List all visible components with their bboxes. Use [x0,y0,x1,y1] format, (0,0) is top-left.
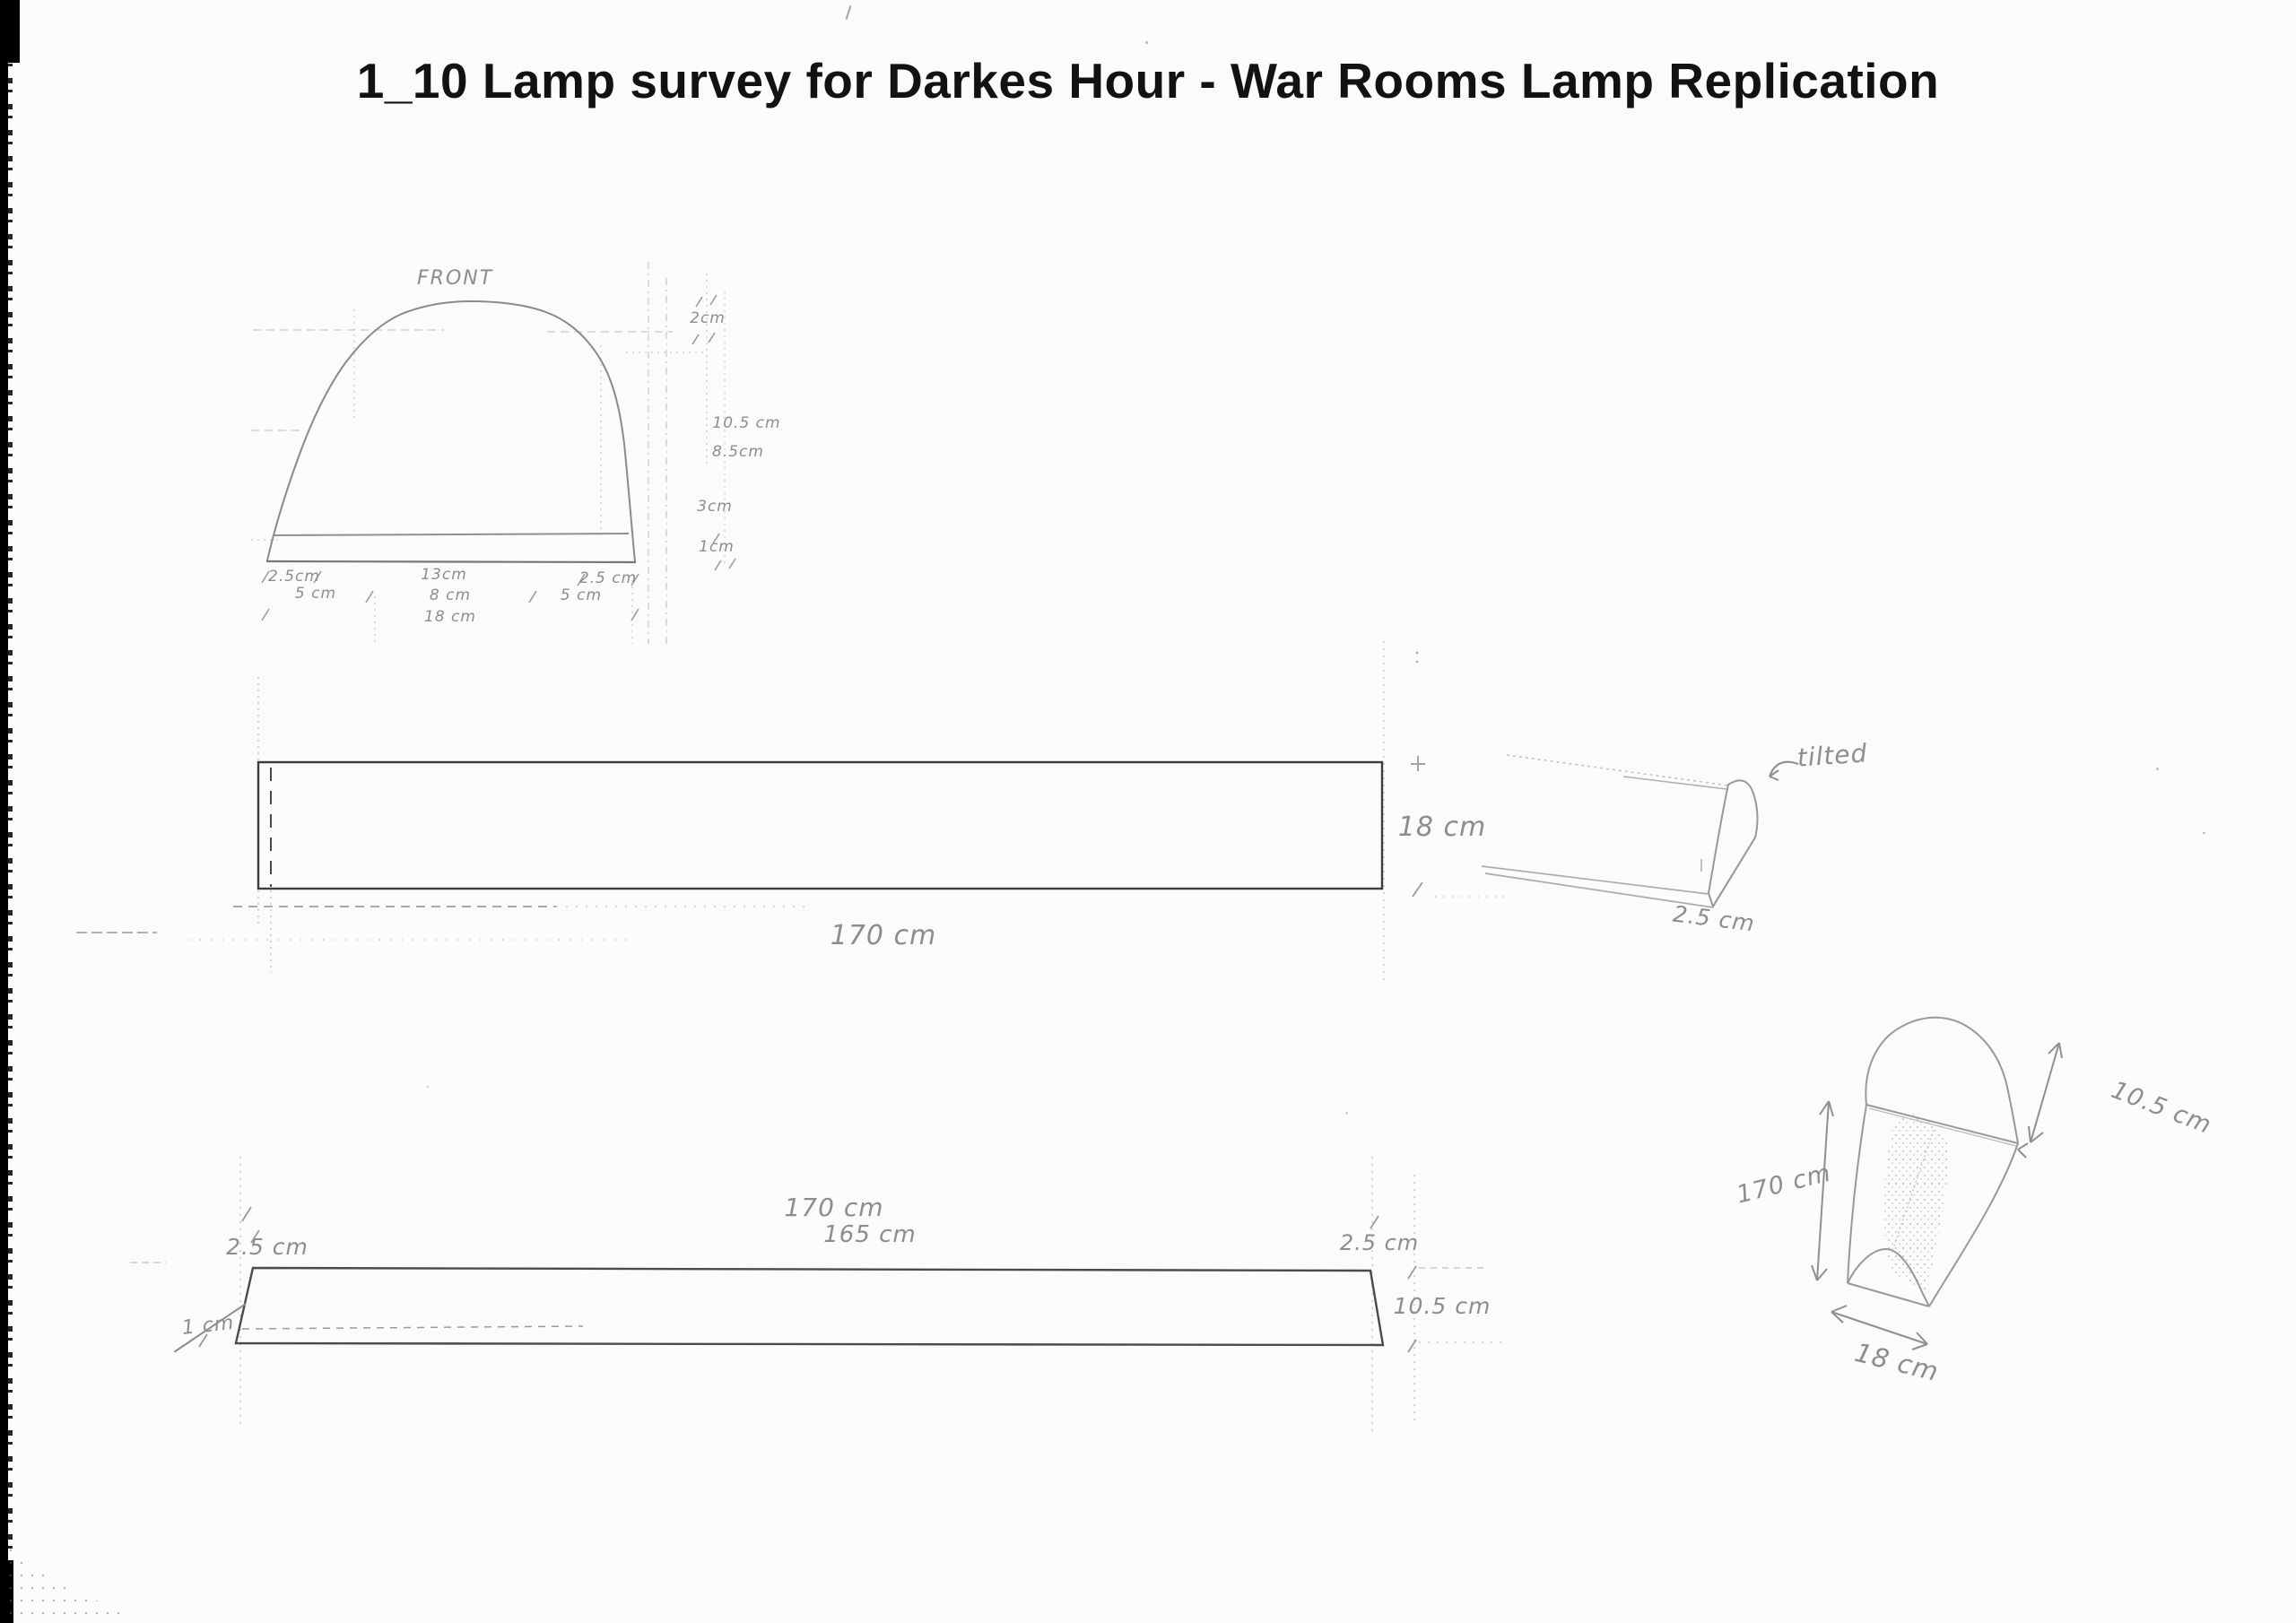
side-view-drawing [76,641,1507,982]
dim-8-5cm: 8.5cm [712,443,764,461]
side-view-length: 170 cm [830,920,937,951]
dim-2cm: 2cm [690,309,726,327]
dim-bottom-center-2: 8 cm [429,586,472,604]
dim-3cm: 3cm [697,498,733,516]
stray-mark [427,1086,429,1088]
top-view-length-inner: 165 cm [823,1221,917,1248]
stray-mark [1345,1112,1348,1115]
stray-mark [2156,768,2159,770]
top-view-end-right: 2.5 cm [1339,1230,1420,1255]
front-view-sketch: FRONT 2cm 10.5 cm 8.5cm 3cm 1cm 2.5cm 13… [251,260,825,646]
side-view-sketch: 170 cm 18 cm [54,628,1525,1004]
scan-noise-corner [5,1535,140,1623]
top-view-end-left: 2.5 cm [226,1234,309,1260]
tilted-end-sketch: tilted 2.5 cm [1480,717,1946,977]
front-view-drawing [251,262,736,646]
perspective-sketch: 170 cm 10.5 cm 18 cm [1722,1004,2296,1453]
dim-10-5cm: 10.5 cm [712,414,781,432]
scan-edge-artifact [0,0,20,63]
front-view-label: FRONT [417,267,494,290]
dim-bottom-left: 2.5cm [268,568,320,586]
side-view-height: 18 cm [1397,812,1487,843]
stray-mark [1145,41,1148,44]
dim-bottom-right: 2.5 cm [578,569,638,587]
scan-edge-artifact [8,0,13,1623]
scan-edge-artifact [0,0,8,1623]
stray-mark [845,5,852,20]
top-view-sketch: 170 cm 165 cm 2.5 cm 1 cm 2.5 cm 10.5 cm [117,1157,1516,1444]
dim-bottom-total: 18 cm [424,608,476,626]
dim-bottom-center: 13cm [421,566,467,584]
page-title: 1_10 Lamp survey for Darkes Hour - War R… [356,53,1940,108]
dim-bottom-left-2: 5 cm [294,585,337,603]
top-view-length-outer: 170 cm [784,1193,884,1222]
dim-bottom-right-2: 5 cm [560,586,603,604]
stray-mark [2203,832,2205,834]
tilted-end-drawing [1481,754,1799,909]
top-view-width: 10.5 cm [1393,1293,1492,1319]
dim-1cm: 1cm [699,538,735,556]
perspective-drawing [1811,1016,2063,1350]
